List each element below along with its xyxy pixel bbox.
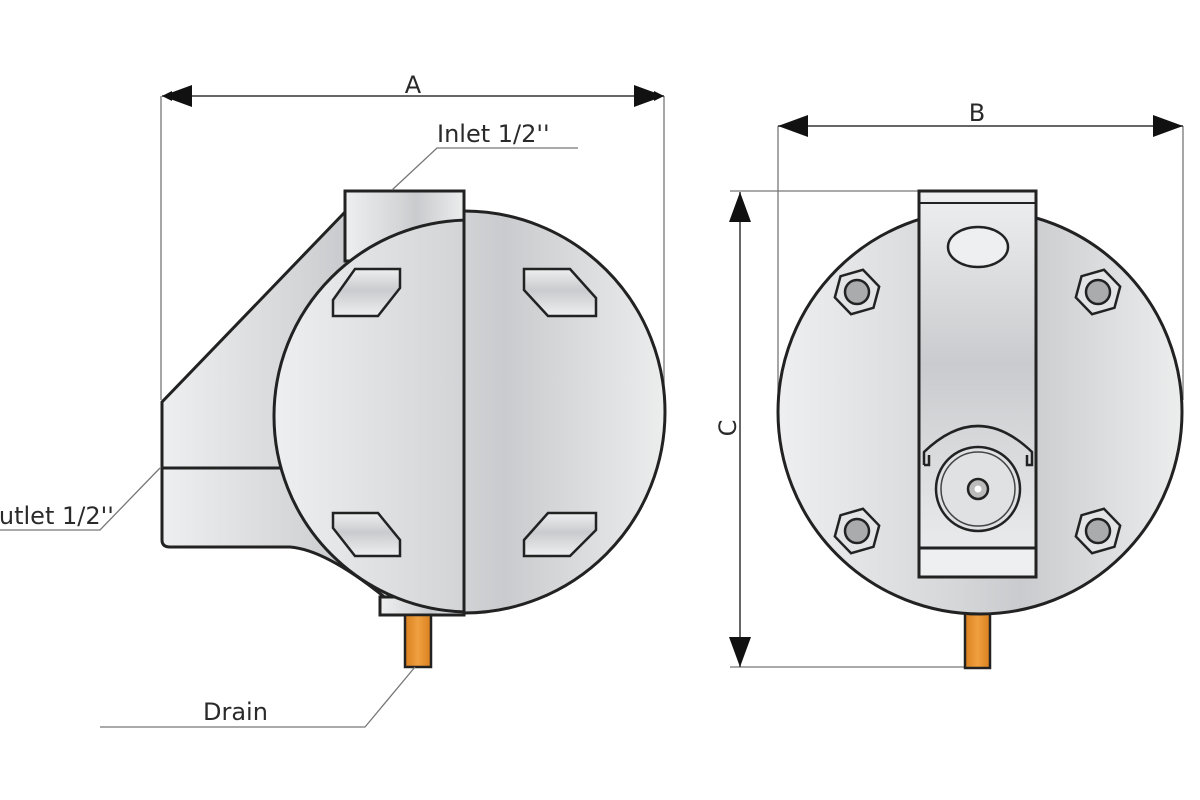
outlet-callout: Outlet 1/2''	[0, 502, 114, 530]
side-view: A Inlet 1/2'' Outlet 1/2'' Drain	[0, 71, 667, 728]
drain-pipe-front	[963, 610, 992, 670]
hex-nut-bottom-left	[833, 507, 881, 555]
strap-bottom-band	[917, 546, 1038, 579]
strap-arc-notch	[924, 455, 931, 467]
drain-pipe	[403, 613, 433, 669]
slot-top-left	[331, 267, 402, 318]
hex-nuts	[833, 268, 1122, 555]
dimension-label-a: A	[405, 71, 422, 99]
hex-nut-bottom-right	[1074, 507, 1122, 555]
strap-slot-hole	[946, 225, 1010, 269]
cover-slots	[331, 267, 598, 558]
strap-arc-cutout	[922, 424, 1034, 467]
inlet-leader-line	[391, 147, 578, 191]
cover-right-half	[464, 209, 667, 615]
hex-nut-top-left	[833, 268, 881, 316]
drain-leader-line	[100, 666, 416, 728]
slot-bottom-right	[522, 511, 598, 558]
slot-bottom-left	[331, 511, 402, 558]
slot-top-right	[522, 267, 598, 318]
inlet-callout: Inlet 1/2''	[437, 120, 550, 148]
drain-valve-orifice-center	[974, 485, 982, 493]
hex-nut-top-right	[1074, 268, 1122, 316]
outlet-leader-line	[0, 467, 161, 531]
cover-left-half	[272, 218, 464, 614]
drain-valve-inner-ring	[940, 451, 1016, 527]
dimension-label-c: C	[714, 420, 742, 437]
drain-callout: Drain	[203, 698, 268, 726]
dimension-label-b: B	[969, 99, 985, 127]
front-view: B C	[714, 99, 1184, 670]
